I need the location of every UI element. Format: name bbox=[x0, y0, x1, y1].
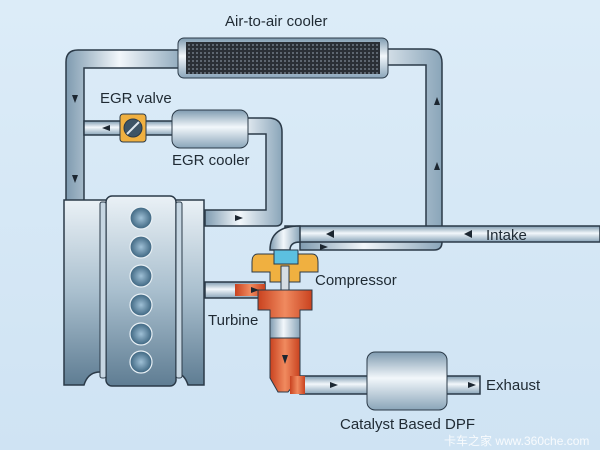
label-turbine: Turbine bbox=[208, 312, 259, 329]
pipes bbox=[65, 48, 600, 395]
label-intake: Intake bbox=[486, 227, 527, 244]
engine-block bbox=[63, 195, 205, 387]
catalyst-dpf bbox=[366, 351, 448, 411]
label-compressor: Compressor bbox=[315, 272, 397, 289]
egr-valve bbox=[119, 113, 147, 143]
egr-cooler bbox=[171, 109, 249, 149]
label-egr-cooler: EGR cooler bbox=[172, 152, 250, 169]
label-dpf: Catalyst Based DPF bbox=[340, 416, 476, 433]
air-to-air-cooler bbox=[177, 37, 389, 79]
flow-arrows bbox=[72, 95, 476, 388]
label-egr-valve: EGR valve bbox=[100, 90, 172, 107]
label-exhaust: Exhaust bbox=[486, 377, 541, 394]
turbocharger bbox=[251, 249, 319, 394]
watermark: 卡车之家 www.360che.com bbox=[444, 434, 590, 448]
label-air-to-air-cooler: Air-to-air cooler bbox=[225, 13, 328, 30]
